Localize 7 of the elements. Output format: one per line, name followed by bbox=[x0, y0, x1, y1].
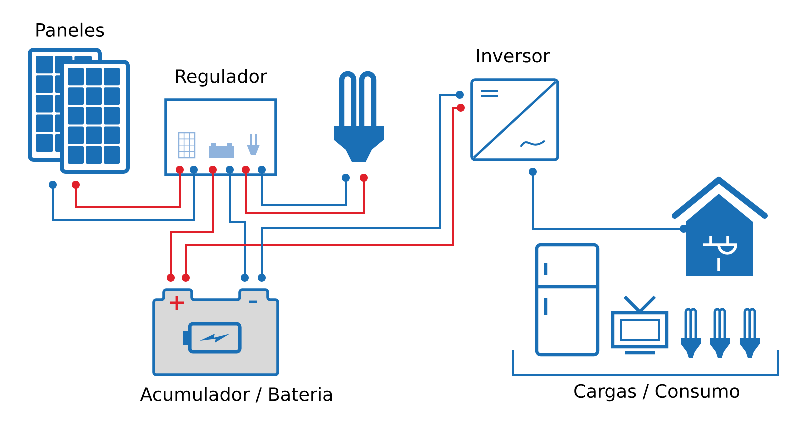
node-label: Regulador bbox=[176, 69, 268, 87]
node-label: Paneles bbox=[36, 22, 104, 38]
light-bulb-drawing bbox=[334, 71, 384, 162]
house-drawing bbox=[672, 177, 768, 276]
node-label: Cargas / Consumo bbox=[574, 384, 740, 402]
node-label: Acumulador / Bateria bbox=[140, 387, 332, 403]
node-label: Inversor bbox=[477, 49, 550, 63]
